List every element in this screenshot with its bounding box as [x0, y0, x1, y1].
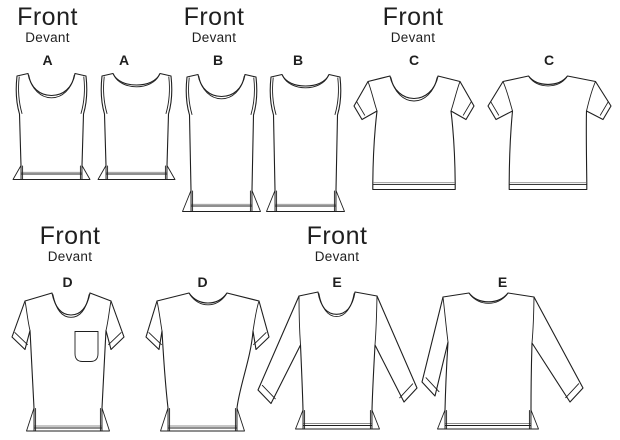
devant-label: Devant	[314, 249, 360, 264]
devant-label: Devant	[47, 249, 93, 264]
garment-b-front-illustration	[182, 73, 261, 213]
view-letter-e-back: E	[497, 274, 508, 290]
garment-a-back-illustration	[97, 72, 176, 181]
devant-label: Devant	[191, 30, 237, 45]
garment-e-front-illustration	[257, 291, 418, 430]
front-label: Front	[183, 3, 245, 31]
section-d-header: Front Devant	[39, 222, 101, 264]
front-label: Front	[17, 3, 78, 31]
section-a-header: Front Devant	[17, 3, 78, 45]
devant-label: Devant	[390, 30, 436, 45]
front-label: Front	[306, 222, 368, 250]
garment-b-back-illustration	[266, 73, 345, 213]
view-letter-b-front: B	[212, 52, 224, 68]
garment-e-back-illustration	[421, 292, 584, 430]
garment-d-front-illustration	[11, 292, 125, 432]
view-letter-a-back: A	[118, 52, 130, 68]
view-letter-c-front: C	[408, 52, 420, 68]
view-letter-d-back: D	[197, 274, 208, 290]
section-b-header: Front Devant	[183, 3, 245, 45]
section-e-header: Front Devant	[306, 222, 368, 264]
view-letter-c-back: C	[543, 52, 555, 68]
devant-label: Devant	[25, 30, 70, 45]
view-letter-d-front: D	[62, 274, 73, 290]
garment-c-front-illustration	[353, 75, 475, 191]
garment-c-back-illustration	[487, 75, 612, 191]
garment-a-front-illustration	[12, 72, 91, 181]
front-label: Front	[39, 222, 101, 250]
section-c-header: Front Devant	[382, 3, 444, 45]
garment-d-back-illustration	[145, 292, 270, 432]
front-label: Front	[382, 3, 444, 31]
view-letter-b-back: B	[292, 52, 304, 68]
view-letter-e-front: E	[332, 274, 342, 290]
view-letter-a-front: A	[42, 52, 53, 68]
